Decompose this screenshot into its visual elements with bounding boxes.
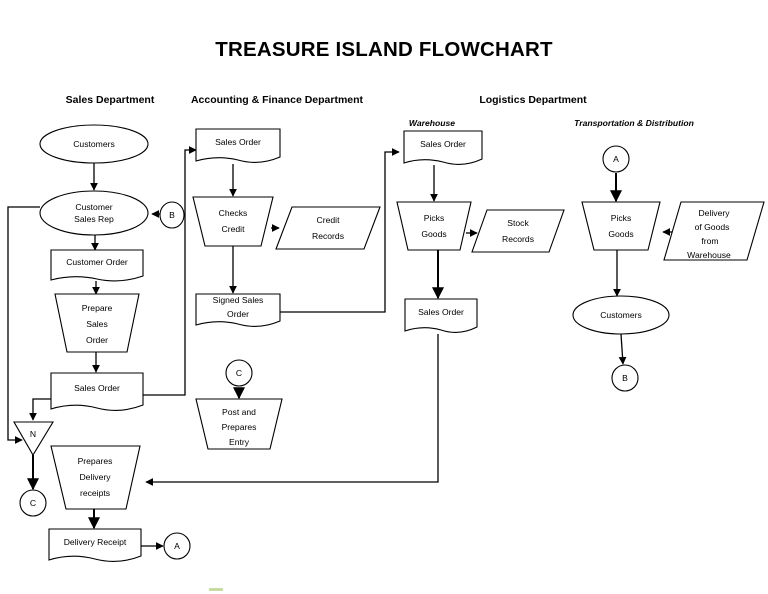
node-picks-goods-tr-label-2: Goods — [608, 229, 633, 239]
node-connector-b-transport-label: B — [622, 373, 628, 383]
node-delivery-receipt[interactable] — [48, 528, 142, 562]
node-delivery-of-goods-label-3: from — [701, 236, 718, 246]
edge-rep-loop-to-n — [7, 206, 40, 444]
group-sales-department: Customers Customer Sales Rep B Customer … — [13, 124, 191, 562]
node-sales-order-acct-label: Sales Order — [215, 137, 261, 147]
node-connector-c-acct-label: C — [236, 368, 242, 378]
node-post-prepares-entry[interactable] — [195, 398, 283, 450]
node-stock-records-label-1: Stock — [507, 218, 529, 228]
node-sales-order-wh-2[interactable] — [404, 298, 478, 333]
column-header-logistics: Logistics Department — [479, 94, 587, 106]
node-post-prepares-entry-label-3: Entry — [229, 437, 250, 447]
node-checks-credit-label-1: Checks — [219, 208, 248, 218]
bottom-edge-artifact — [209, 588, 223, 591]
node-connector-c-left-label: C — [30, 498, 36, 508]
node-connector-b-left-label: B — [169, 210, 175, 220]
node-delivery-of-goods-label-2: of Goods — [695, 222, 730, 232]
node-customers-label: Customers — [73, 139, 115, 149]
node-customer-sales-rep-label-1: Customer — [75, 202, 112, 212]
node-sales-order-wh-label: Sales Order — [420, 139, 466, 149]
node-customers-transport[interactable] — [572, 295, 670, 335]
node-prepares-delivery-receipts-label-1: Prepares — [78, 456, 113, 466]
node-connector-c-acct[interactable] — [225, 359, 253, 387]
edge-salesorder-to-n — [29, 398, 51, 421]
group-warehouse: Sales Order Picks Goods Stock Records Sa… — [396, 130, 565, 333]
node-picks-goods-tr[interactable] — [581, 201, 661, 251]
edge-customers-to-b-transport — [618, 333, 627, 365]
node-credit-records-label-2: Records — [312, 231, 344, 241]
node-customer-sales-rep[interactable] — [39, 190, 149, 236]
node-sales-order-1[interactable] — [50, 372, 144, 411]
node-stock-records-label-2: Records — [502, 234, 534, 244]
page-title: TREASURE ISLAND FLOWCHART — [215, 38, 553, 61]
node-picks-goods-tr-label-1: Picks — [611, 213, 632, 223]
node-picks-goods-wh-label-2: Goods — [421, 229, 446, 239]
node-customer-order-label: Customer Order — [66, 257, 128, 267]
node-checks-credit-label-2: Credit — [222, 224, 246, 234]
node-customer-order[interactable] — [50, 249, 144, 282]
node-stock-records[interactable] — [471, 209, 565, 253]
node-decision-n[interactable] — [13, 421, 54, 457]
edge-signed-to-warehouse — [280, 148, 400, 313]
node-delivery-of-goods[interactable] — [663, 201, 765, 261]
node-connector-a-left-label: A — [174, 541, 180, 551]
node-signed-sales-order[interactable] — [195, 293, 281, 327]
node-picks-goods-wh[interactable] — [396, 201, 472, 251]
node-delivery-of-goods-label-4: Warehouse — [687, 250, 731, 260]
node-signed-sales-order-label-1: Signed Sales — [213, 295, 264, 305]
node-connector-b-transport[interactable] — [611, 364, 639, 392]
node-customers-transport-label: Customers — [600, 310, 642, 320]
subheader-transportation: Transportation & Distribution — [574, 118, 694, 128]
column-header-accounting: Accounting & Finance Department — [191, 94, 364, 106]
node-prepare-sales-order[interactable] — [54, 293, 140, 353]
node-prepares-delivery-receipts-label-3: receipts — [80, 488, 110, 498]
node-credit-records-label-1: Credit — [317, 215, 341, 225]
node-sales-order-wh-2-label: Sales Order — [418, 307, 464, 317]
node-connector-a-transport[interactable] — [602, 145, 630, 173]
node-connector-a-left[interactable] — [163, 532, 191, 560]
node-delivery-of-goods-label-1: Delivery — [698, 208, 730, 218]
node-credit-records[interactable] — [275, 206, 381, 250]
node-sales-order-acct[interactable] — [195, 128, 281, 163]
node-prepare-sales-order-label-1: Prepare — [82, 303, 113, 313]
node-post-prepares-entry-label-2: Prepares — [222, 422, 257, 432]
node-prepares-delivery-receipts-label-2: Delivery — [79, 472, 111, 482]
node-connector-c-left[interactable] — [19, 489, 47, 517]
node-customer-sales-rep-label-2: Sales Rep — [74, 214, 114, 224]
node-connector-a-transport-label: A — [613, 154, 619, 164]
node-prepare-sales-order-label-2: Sales — [86, 319, 108, 329]
node-sales-order-wh[interactable] — [403, 130, 483, 165]
node-picks-goods-wh-label-1: Picks — [424, 213, 445, 223]
node-delivery-receipt-label: Delivery Receipt — [64, 537, 127, 547]
subheader-warehouse: Warehouse — [409, 118, 455, 128]
node-prepares-delivery-receipts[interactable] — [50, 445, 141, 510]
node-customers[interactable] — [39, 124, 149, 164]
edge-whorder2-to-prepares — [145, 334, 439, 486]
group-transportation-distribution: A Picks Goods Delivery of Goods from War… — [572, 145, 765, 392]
group-accounting-department: Sales Order Checks Credit Credit Records… — [192, 128, 381, 450]
node-sales-order-1-label: Sales Order — [74, 383, 120, 393]
edge-salesorder-to-accounting — [143, 146, 197, 396]
node-signed-sales-order-label-2: Order — [227, 309, 249, 319]
node-post-prepares-entry-label-1: Post and — [222, 407, 256, 417]
node-checks-credit[interactable] — [192, 196, 274, 247]
node-decision-n-label: N — [30, 429, 36, 439]
flow-connectors — [7, 146, 678, 550]
node-prepare-sales-order-label-3: Order — [86, 335, 108, 345]
node-connector-b-left[interactable] — [159, 201, 185, 229]
column-header-sales: Sales Department — [66, 94, 155, 106]
